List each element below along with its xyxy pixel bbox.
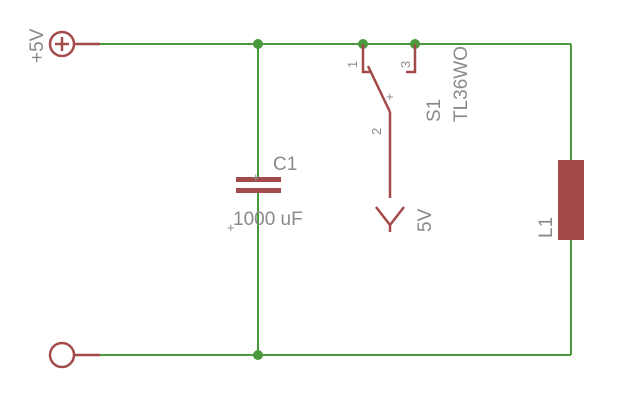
inductor-l1: L1 bbox=[536, 160, 584, 240]
wires bbox=[75, 43, 572, 356]
arrow-down-icon bbox=[375, 206, 405, 228]
ground-terminal bbox=[48, 341, 100, 369]
capacitor-value: 1000 uF bbox=[233, 209, 303, 230]
supply-label: +5V bbox=[27, 28, 48, 63]
switch-blade bbox=[366, 65, 392, 113]
junction-dot bbox=[253, 350, 263, 360]
switch-pin-2: 2 bbox=[369, 128, 384, 135]
capacitor-plate-top bbox=[236, 177, 281, 182]
junctions bbox=[253, 39, 420, 360]
ground-terminal-circle bbox=[48, 341, 76, 369]
inductor-name: L1 bbox=[536, 217, 557, 238]
capacitor-c1: C1 1000 uF + + bbox=[227, 154, 303, 235]
inductor-body bbox=[558, 160, 584, 240]
switch-pin3-contact bbox=[406, 44, 417, 74]
capacitor-polarity-lower: + bbox=[227, 220, 235, 235]
switch-s1: 1 2 3 + S1 TL36WO bbox=[345, 44, 472, 198]
switch-pin-3: 3 bbox=[398, 61, 413, 68]
supply-terminal: +5V bbox=[27, 28, 100, 63]
switch-name: S1 bbox=[424, 99, 445, 122]
output-5v: 5V bbox=[375, 206, 436, 232]
switch-pin-1: 1 bbox=[345, 61, 360, 68]
capacitor-name: C1 bbox=[273, 154, 297, 175]
output-label: 5V bbox=[415, 208, 436, 232]
junction-dot bbox=[253, 39, 263, 49]
switch-part: TL36WO bbox=[451, 46, 472, 122]
switch-polarity: + bbox=[386, 89, 394, 104]
capacitor-plate-bottom bbox=[236, 188, 281, 193]
switch-pin1-lead bbox=[361, 44, 372, 74]
capacitor-polarity: + bbox=[252, 170, 260, 185]
